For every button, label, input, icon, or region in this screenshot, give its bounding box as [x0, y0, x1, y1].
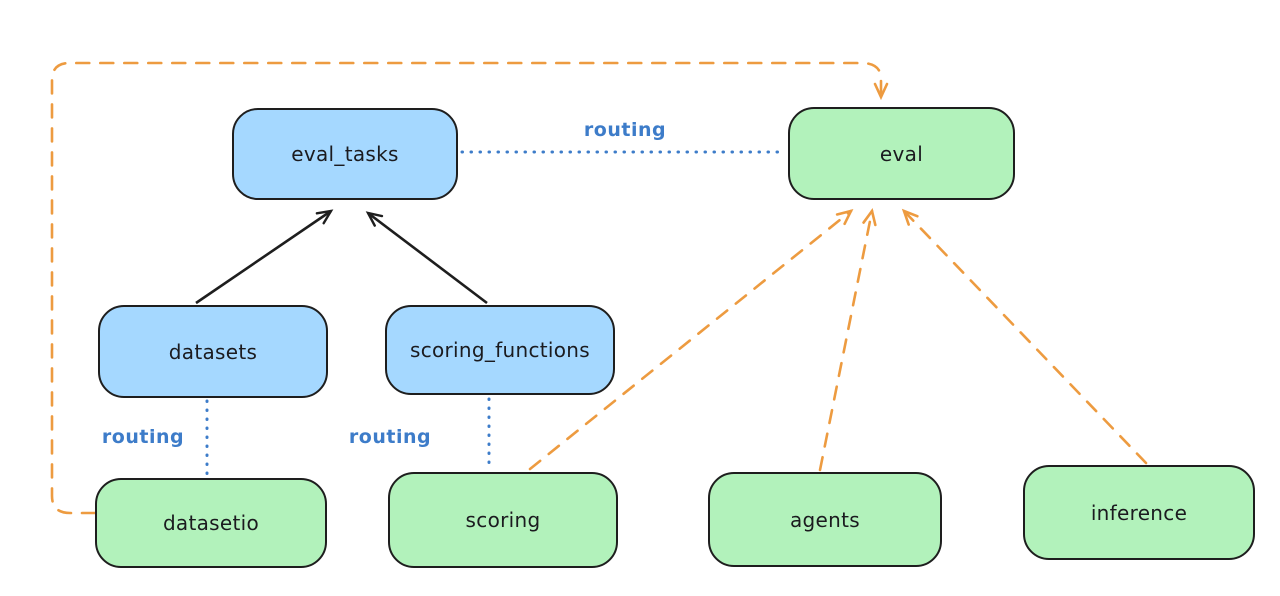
node-agents-label: agents [790, 507, 860, 532]
edge-label-routing-datasets-datasetio: routing [101, 426, 185, 448]
edge-agents-to-eval [818, 207, 877, 472]
edge-label-routing-scoring-functions-scoring: routing [348, 426, 432, 448]
edge-datasetio-to-eval [50, 61, 889, 515]
edge-scoring-functions-to-eval-tasks [365, 211, 488, 305]
node-eval: eval [788, 107, 1015, 200]
node-inference: inference [1023, 465, 1255, 560]
node-scoring-label: scoring [465, 508, 541, 532]
node-datasets: datasets [98, 305, 328, 398]
edge-inference-to-eval [901, 208, 1148, 465]
node-scoring: scoring [388, 472, 618, 568]
node-scoring-functions-label: scoring_functions [409, 338, 591, 362]
node-datasets-label: datasets [168, 339, 258, 364]
node-eval-label: eval [879, 141, 924, 166]
edge-scoring-to-eval [528, 209, 854, 471]
node-eval-tasks: eval_tasks [232, 108, 458, 200]
node-inference-label: inference [1090, 500, 1188, 525]
edge-datasets-to-eval-tasks [195, 209, 334, 305]
node-agents: agents [708, 472, 942, 567]
node-eval-tasks-label: eval_tasks [291, 142, 399, 166]
node-datasetio-label: datasetio [162, 511, 260, 535]
edge-label-routing-eval-tasks-eval: routing [583, 119, 667, 141]
node-scoring-functions: scoring_functions [385, 305, 615, 395]
node-datasetio: datasetio [95, 478, 327, 568]
